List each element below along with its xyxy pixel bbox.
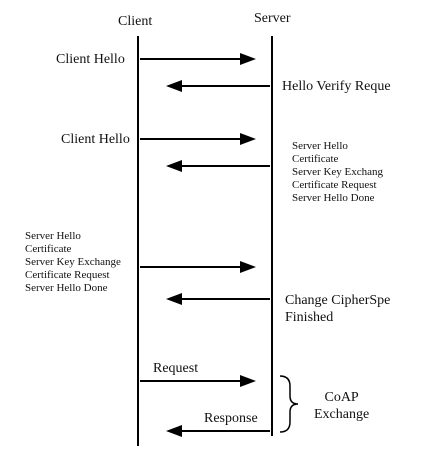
label-client-hello-2: Client Hello <box>61 132 130 147</box>
arrow-change-cipherspec <box>166 293 270 305</box>
list-item: Finished <box>285 310 334 325</box>
arrow-client-hello-1 <box>140 53 256 65</box>
list-item: Change CipherSpe <box>285 293 391 308</box>
arrow-client-key-flight <box>140 261 256 273</box>
list-item: Certificate Request <box>292 179 377 191</box>
label-response: Response <box>204 411 258 426</box>
list-item: Certificate <box>25 243 72 255</box>
server-header: Server <box>254 11 291 26</box>
arrow-server-hello-flight <box>166 160 270 172</box>
arrow-hello-verify-request <box>166 80 270 92</box>
arrow-client-hello-2 <box>140 133 256 145</box>
label-client-hello-1: Client Hello <box>56 52 125 67</box>
label-server-flight-left: Server Hello Certificate Server Key Exch… <box>25 230 121 295</box>
coap-exchange-brace <box>279 375 299 433</box>
label-hello-verify-request: Hello Verify Reque <box>282 79 391 94</box>
list-item: Certificate <box>292 153 339 165</box>
client-header: Client <box>118 14 153 29</box>
list-item: Certificate Request <box>25 269 110 281</box>
list-item: Server Hello Done <box>292 192 375 204</box>
list-item: Server Key Exchang <box>292 166 384 178</box>
list-item: Server Key Exchange <box>25 256 121 268</box>
arrow-response <box>166 425 270 437</box>
list-item: Server Hello <box>25 230 81 242</box>
list-item: Server Hello <box>292 140 348 152</box>
list-item: Server Hello Done <box>25 282 108 294</box>
arrow-request <box>140 375 256 387</box>
label-coap-exchange: CoAP Exchange <box>314 389 369 423</box>
coap-line-1: CoAP <box>324 390 359 405</box>
label-server-flight-right: Server Hello Certificate Server Key Exch… <box>292 140 383 205</box>
label-change-cipherspec: Change CipherSpe Finished <box>285 292 390 326</box>
coap-line-2: Exchange <box>314 407 370 422</box>
label-request: Request <box>153 361 199 376</box>
